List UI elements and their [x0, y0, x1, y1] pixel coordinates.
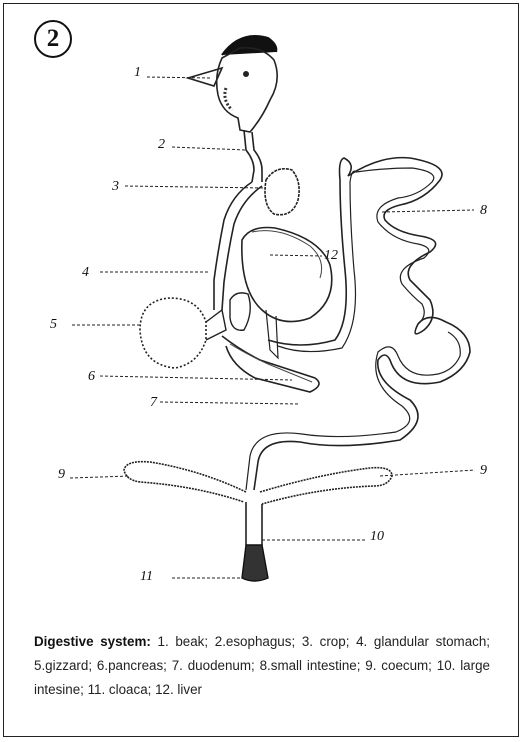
label-9-coecum-right: 9: [480, 463, 487, 478]
crop: [265, 169, 299, 215]
small-intestine: [254, 158, 470, 490]
cloaca: [242, 545, 268, 581]
label-4-glandular-stomach: 4: [82, 265, 89, 280]
label-1-beak: 1: [134, 65, 141, 80]
label-10-large-intestine: 10: [370, 529, 384, 544]
caption-title: Digestive system:: [34, 634, 151, 649]
label-11-cloaca: 11: [140, 569, 153, 584]
label-5-gizzard: 5: [50, 317, 57, 332]
coecum-left: [124, 462, 246, 502]
digestive-system-diagram: 1 2 3 8 12 4 5 6 7 9 9 10 11: [0, 0, 524, 600]
large-intestine: [246, 502, 262, 545]
coecum-right: [260, 468, 392, 504]
gizzard: [140, 298, 206, 368]
label-8-small-intestine: 8: [480, 203, 487, 218]
label-12-liver: 12: [324, 248, 338, 263]
label-7-duodenum: 7: [150, 395, 158, 410]
liver: [242, 228, 332, 322]
label-6-pancreas: 6: [88, 369, 95, 384]
chicken-head: [188, 36, 277, 132]
label-9-coecum-left: 9: [58, 467, 65, 482]
label-2-esophagus: 2: [158, 137, 165, 152]
figure-caption: Digestive system: 1. beak; 2.esophagus; …: [34, 630, 490, 702]
label-3-crop: 3: [111, 179, 119, 194]
